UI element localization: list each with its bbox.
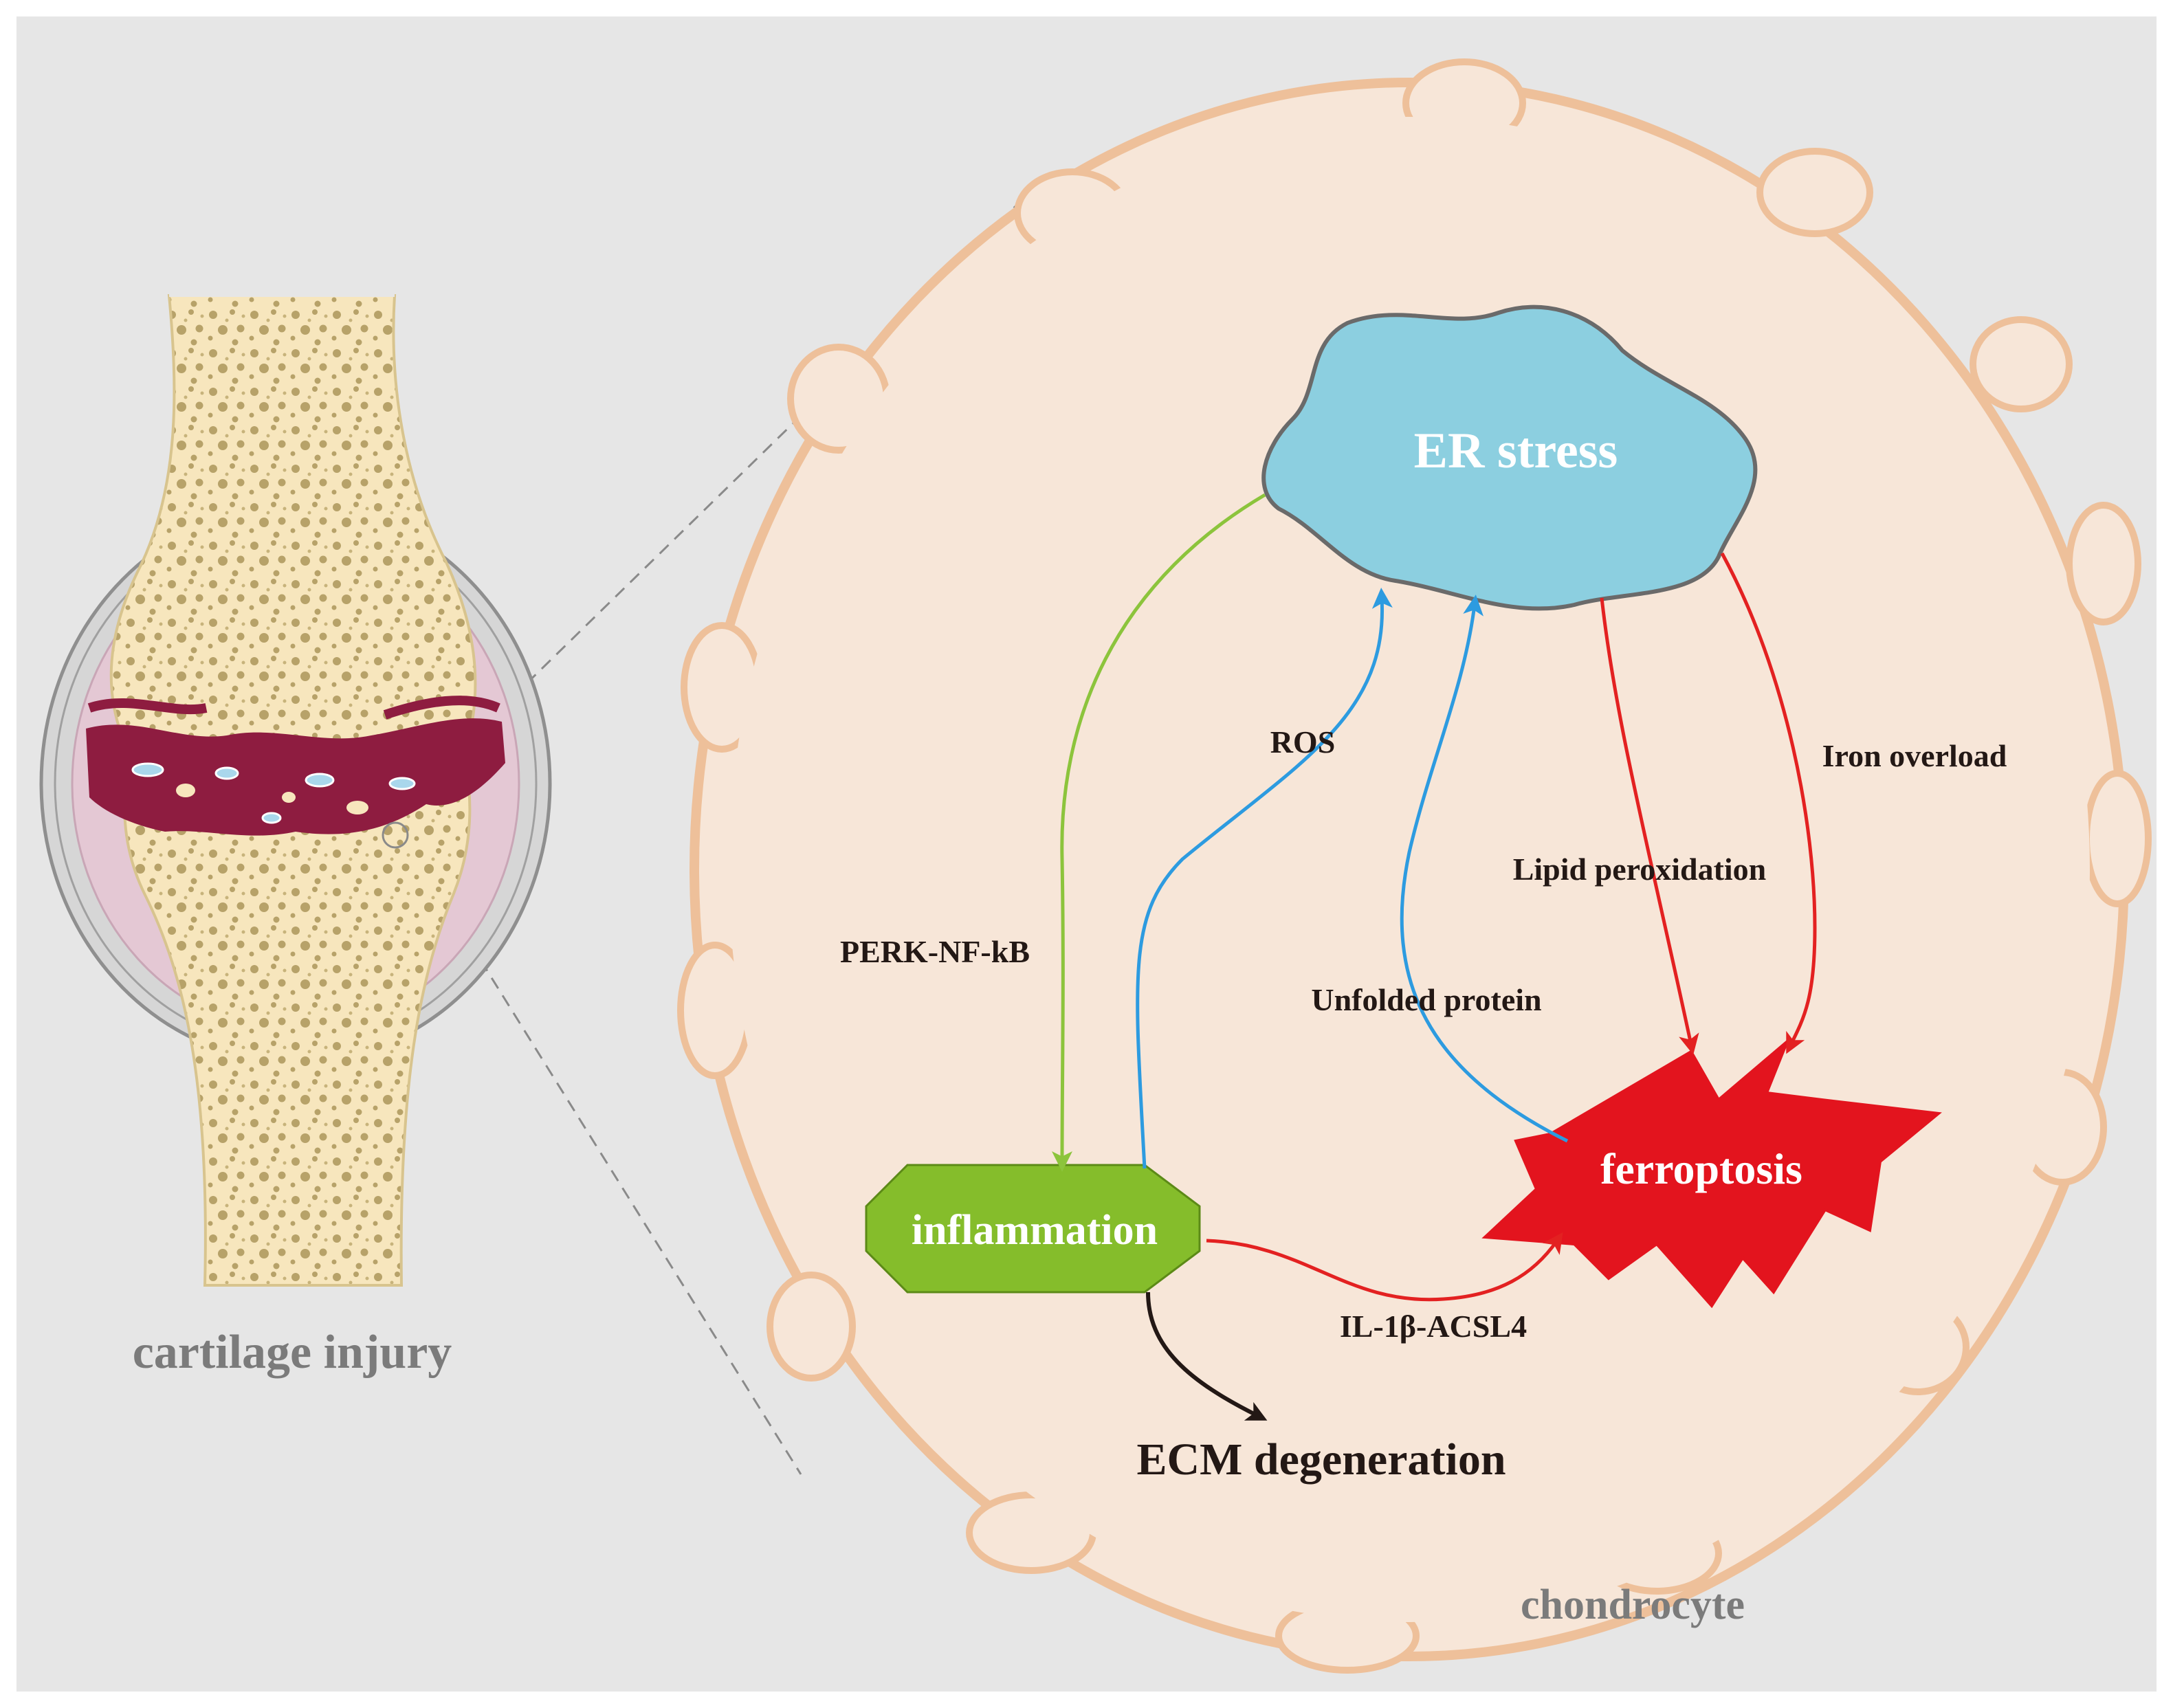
- arrow-ecm-degeneration: [1146, 1291, 1268, 1421]
- il1b-acsl4-label: IL-1β-ACSL4: [1340, 1309, 1527, 1344]
- er-stress-label: ER stress: [1414, 423, 1618, 479]
- cartilage-injury-caption: cartilage injury: [133, 1326, 452, 1379]
- arrow-lipid-peroxidation: [1600, 597, 1699, 1055]
- ferroptosis-starburst-icon: [1481, 1040, 1942, 1309]
- chondrocyte-caption: chondrocyte: [1521, 1582, 1745, 1628]
- inflammation-label: inflammation: [912, 1207, 1158, 1254]
- er-stress-blob-icon: [1261, 304, 1758, 611]
- perk-nfkb-label: PERK-NF-kB: [840, 934, 1030, 969]
- inflammation-octagon-icon: [865, 1164, 1201, 1294]
- arrow-perk-nfkb: [1052, 493, 1266, 1172]
- iron-overload-label: Iron overload: [1822, 738, 2007, 773]
- unfolded-protein-label: Unfolded protein: [1311, 982, 1541, 1017]
- arrow-iron-overload: [1720, 552, 1817, 1054]
- arrow-ros: [1136, 588, 1393, 1169]
- ros-label: ROS: [1270, 724, 1336, 759]
- zoom-guide-lines: [425, 183, 1039, 1475]
- arrow-unfolded-protein: [1400, 595, 1569, 1143]
- arrow-il1b-acsl4: [1206, 1232, 1563, 1302]
- lipid-peroxidation-label: Lipid peroxidation: [1513, 852, 1767, 887]
- ecm-degeneration-label: ECM degeneration: [1136, 1434, 1505, 1485]
- zoom-circle: [382, 821, 409, 849]
- ferroptosis-label: ferroptosis: [1600, 1144, 1802, 1193]
